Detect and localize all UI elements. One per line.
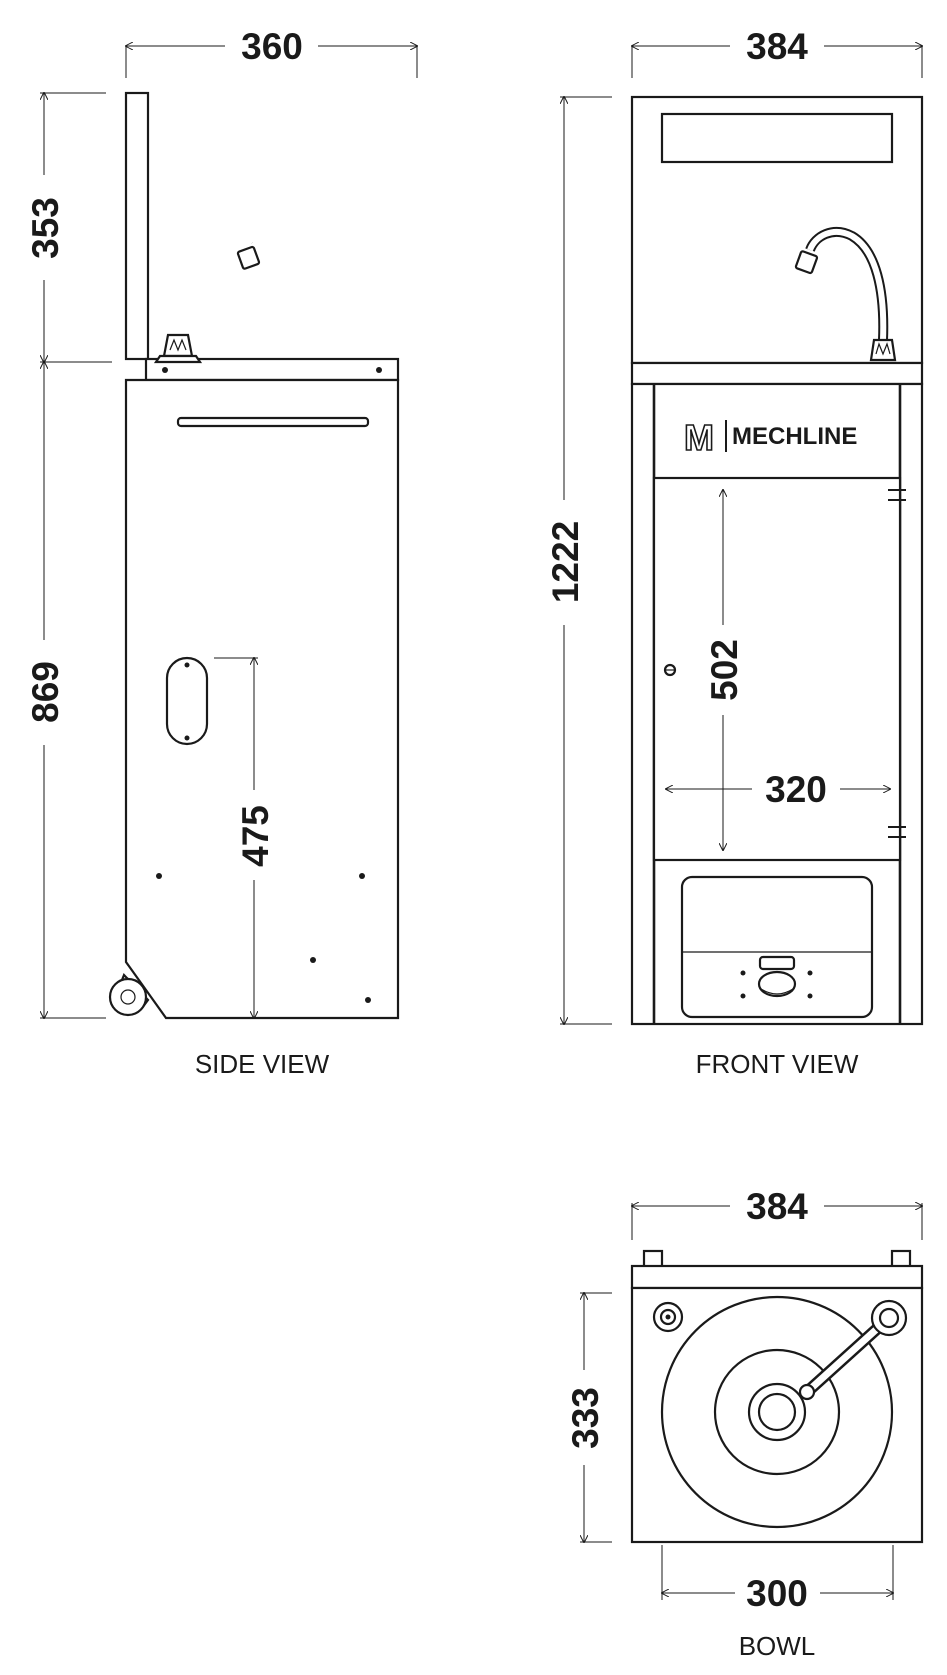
brand-name: MECHLINE [732,423,857,450]
drain-icon [747,1382,807,1442]
front-view: M MECHLINE [630,95,924,1026]
door-lock-icon [663,663,677,677]
dim-side-upper-height: 353 [25,197,66,259]
dim-bowl-diameter: 300 [746,1573,808,1614]
front-dimensions: 384 1222 502 320 FRONT VIEW [545,26,922,1079]
tap-icon [153,223,261,364]
dim-bowl-depth: 333 [565,1387,606,1449]
dim-front-total-height: 1222 [545,521,586,603]
side-view-caption: SIDE VIEW [195,1049,330,1079]
soap-dispenser-icon [652,1301,684,1333]
dim-side-width: 360 [241,26,303,67]
push-button-icon [740,955,813,999]
bowl-caption: BOWL [739,1631,816,1661]
side-dimensions: 360 353 869 475 SIDE VIEW [25,26,417,1079]
bowl-dimensions: 384 333 300 BOWL [565,1186,922,1661]
bowl-view [630,1249,924,1544]
tap-icon [798,1299,908,1401]
brand-logo: M MECHLINE [683,416,857,459]
front-view-caption: FRONT VIEW [696,1049,859,1079]
tap-icon [794,227,897,362]
hinge-icon [888,489,906,838]
dim-front-door-width: 320 [765,769,827,810]
dim-side-lower-height: 869 [25,661,66,723]
dim-front-door-height: 502 [704,639,745,701]
dim-side-inner-height: 475 [235,805,276,867]
logo-letter: M [684,417,714,458]
side-view [108,91,400,1020]
caster-wheel-icon [108,973,150,1017]
dim-bowl-width: 384 [746,1186,808,1227]
dim-front-width: 384 [746,26,808,67]
